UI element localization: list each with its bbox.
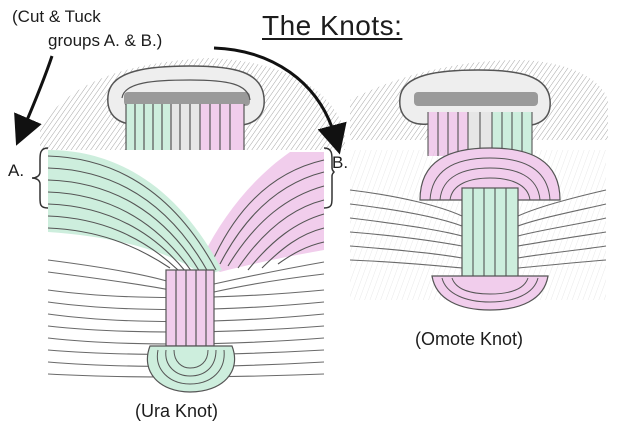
- diagram-title: The Knots:: [262, 12, 402, 40]
- omote-knot-figure: [350, 60, 608, 310]
- bracket-a: [32, 148, 48, 208]
- instruction-line-1: (Cut & Tuck: [12, 8, 101, 25]
- group-b-label: B.: [332, 154, 348, 171]
- ura-knot-figure: [32, 58, 345, 392]
- group-a-label: A.: [8, 162, 24, 179]
- omote-bottom-loop: [432, 276, 548, 310]
- instruction-line-2: groups A. & B.): [48, 32, 162, 49]
- ura-center-wrap: [166, 270, 214, 346]
- omote-center-wrap: [462, 188, 518, 280]
- omote-knot-caption: (Omote Knot): [415, 330, 523, 348]
- ura-knot-caption: (Ura Knot): [135, 402, 218, 420]
